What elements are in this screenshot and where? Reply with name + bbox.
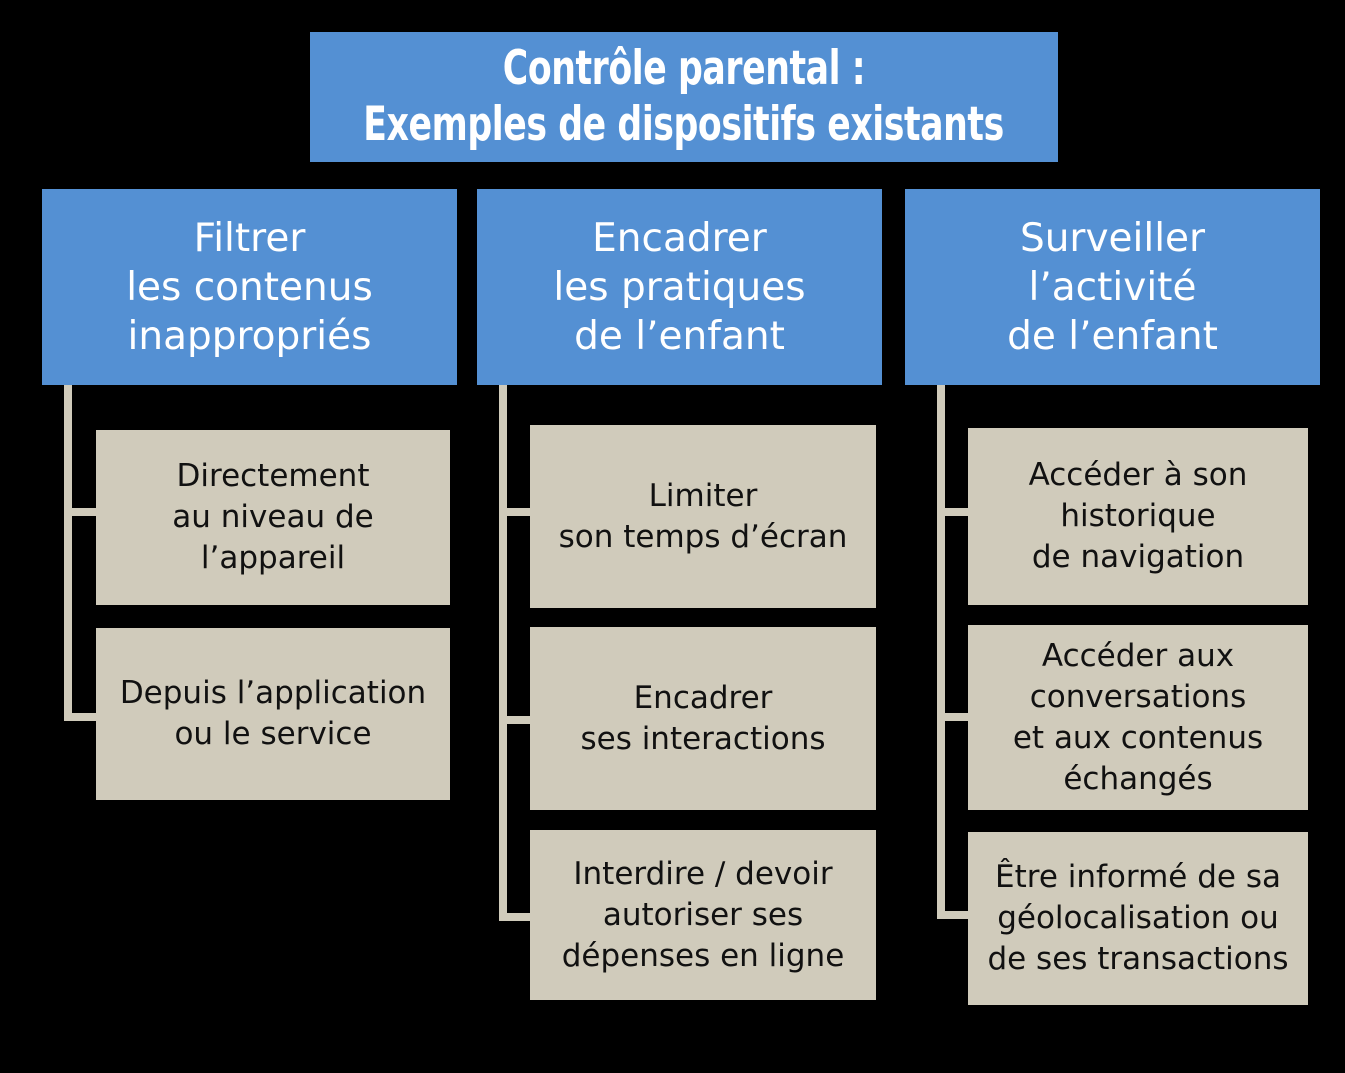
connector-branch-encadrer-1 (499, 508, 539, 516)
leaf-line: son temps d’écran (558, 518, 848, 555)
connector-trunk-filtrer (64, 385, 72, 721)
column-header-line: les pratiques (553, 264, 806, 310)
leaf-line: de navigation (1031, 539, 1245, 575)
title-line-1: Contrôle parental : (502, 41, 866, 96)
column-header-encadrer: Encadrer les pratiques de l’enfant (477, 189, 882, 385)
leaf-box-encadrer-2: Encadrer ses interactions (530, 627, 876, 810)
leaf-line: Interdire / devoir (573, 855, 833, 892)
leaf-box-surveiller-3: Être informé de sa géolocalisation ou de… (968, 832, 1308, 1005)
leaf-line: l’appareil (200, 540, 346, 576)
leaf-line: et aux contenus (1012, 719, 1264, 756)
column-header-line: les contenus (126, 264, 373, 310)
leaf-box-filtrer-2: Depuis l’application ou le service (96, 628, 450, 800)
leaf-line: conversations (1029, 678, 1247, 715)
connector-branch-encadrer-2 (499, 716, 539, 724)
leaf-line: de ses transactions (987, 941, 1289, 977)
leaf-line: Limiter (648, 477, 758, 514)
connector-branch-filtrer-2 (64, 713, 104, 721)
connector-branch-filtrer-1 (64, 508, 104, 516)
column-header-line: de l’enfant (1007, 313, 1218, 359)
leaf-line: dépenses en ligne (561, 937, 845, 974)
leaf-line: au niveau de (172, 499, 374, 535)
diagram-title: Contrôle parental : Exemples de disposit… (310, 32, 1058, 162)
leaf-line: Directement (176, 458, 370, 494)
column-header-line: Surveiller (1019, 215, 1206, 261)
leaf-line: historique (1060, 498, 1216, 534)
column-header-surveiller: Surveiller l’activité de l’enfant (905, 189, 1320, 385)
connector-trunk-encadrer (499, 385, 507, 921)
leaf-line: Accéder aux (1041, 637, 1235, 674)
connector-branch-surveiller-1 (937, 508, 977, 516)
leaf-line: échangés (1063, 760, 1213, 797)
connector-branch-surveiller-3 (937, 911, 977, 919)
column-header-line: de l’enfant (574, 313, 785, 359)
leaf-box-filtrer-1: Directement au niveau de l’appareil (96, 430, 450, 605)
column-header-line: l’activité (1028, 264, 1197, 310)
column-header-filtrer: Filtrer les contenus inappropriés (42, 189, 457, 385)
leaf-line: géolocalisation ou (997, 900, 1279, 936)
connector-trunk-surveiller (937, 385, 945, 919)
column-header-line: inappropriés (127, 313, 372, 359)
leaf-box-encadrer-1: Limiter son temps d’écran (530, 425, 876, 608)
leaf-line: Être informé de sa (995, 859, 1281, 895)
leaf-box-surveiller-1: Accéder à son historique de navigation (968, 428, 1308, 605)
leaf-line: Depuis l’application (119, 675, 427, 711)
leaf-box-surveiller-2: Accéder aux conversations et aux contenu… (968, 625, 1308, 810)
title-line-2: Exemples de dispositifs existants (363, 97, 1005, 152)
leaf-line: ou le service (174, 716, 372, 752)
connector-branch-surveiller-2 (937, 713, 977, 721)
connector-branch-encadrer-3 (499, 913, 539, 921)
leaf-line: Accéder à son (1028, 457, 1248, 493)
leaf-line: ses interactions (580, 720, 826, 757)
leaf-box-encadrer-3: Interdire / devoir autoriser ses dépense… (530, 830, 876, 1000)
leaf-line: autoriser ses (602, 896, 804, 933)
leaf-line: Encadrer (633, 679, 773, 716)
column-header-line: Filtrer (193, 215, 306, 261)
column-header-line: Encadrer (592, 215, 767, 261)
